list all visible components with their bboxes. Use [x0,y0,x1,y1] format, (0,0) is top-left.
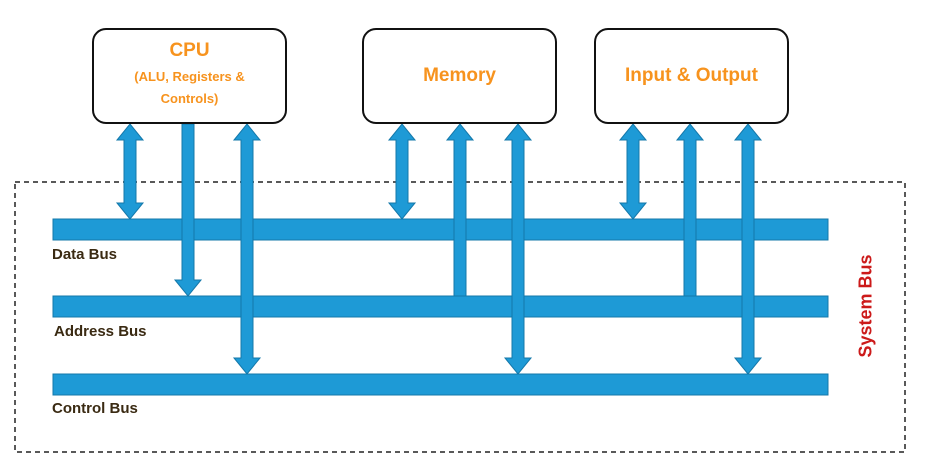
input-output-control-bus-arrow [733,123,763,375]
memory-title: Memory [423,65,496,86]
address-bus-label: Address Bus [54,323,147,340]
cpu-control-bus-arrow [232,123,262,375]
cpu-subtitle-line-2: Controls) [160,91,219,106]
memory-data-bus-arrow [387,123,417,220]
cpu-subtitle-line-1: (ALU, Registers & [134,69,245,84]
system-bus-label: System Bus [855,254,876,358]
memory-address-bus-arrow [445,123,475,297]
io-title: Input & Output [625,65,758,86]
cpu-title: CPU [169,40,210,61]
cpu-box: CPU (ALU, Registers & Controls) [92,28,287,124]
data-bus-label: Data Bus [52,246,118,263]
connection-arrows [115,123,763,375]
memory-box: Memory [362,28,557,124]
data-bus-bar [52,218,829,241]
cpu-subtitle: (ALU, Registers & Controls) [134,64,245,112]
io-box: Input & Output [594,28,789,124]
input-output-data-bus-arrow [618,123,648,220]
control-bus-label: Control Bus [52,400,138,417]
address-bus-bar [52,295,829,318]
memory-control-bus-arrow [503,123,533,375]
input-output-address-bus-arrow [675,123,705,297]
cpu-data-bus-arrow [115,123,145,220]
cpu-address-bus-arrow [173,123,203,297]
control-bus-bar [52,373,829,396]
